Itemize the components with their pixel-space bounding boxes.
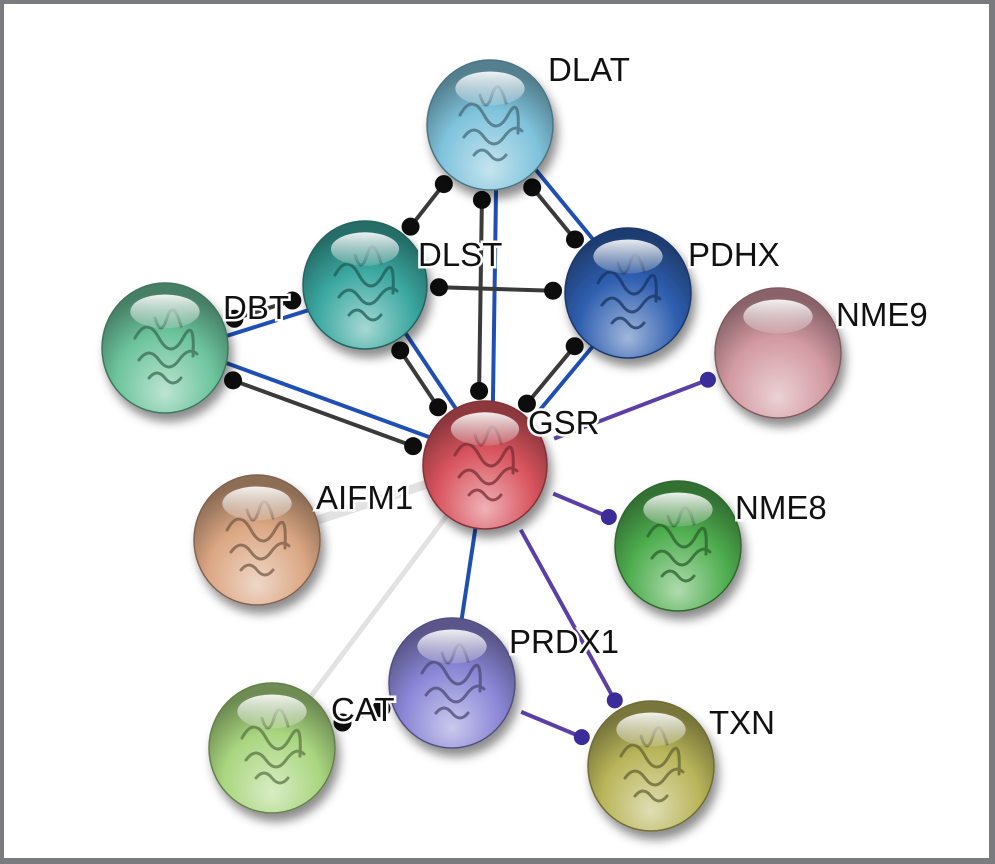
edge-endpoint-dot [372, 699, 391, 718]
gloss-highlight [237, 694, 307, 729]
node-nme9[interactable] [714, 287, 842, 419]
edge-endpoint-dot [225, 309, 244, 328]
node-label-txn: TXN [709, 704, 775, 741]
gloss-highlight [593, 239, 663, 274]
edge-line-binding [438, 285, 554, 293]
edge-prdx1-cat[interactable] [333, 699, 391, 732]
edge-line-binding [525, 344, 577, 405]
node-pdhx[interactable] [564, 227, 692, 359]
node-label-cat: CAT [331, 691, 395, 728]
protein-structure-icon [596, 253, 662, 330]
node-label-prdx1: PRDX1 [509, 623, 619, 660]
protein-structure-icon [619, 726, 685, 803]
gloss-highlight [450, 412, 520, 446]
edge-endpoint-dot [434, 175, 453, 194]
gloss-highlight [130, 294, 200, 329]
edge-endpoint-dot [401, 217, 420, 236]
node-dlst[interactable] [302, 220, 428, 350]
node-label-dbt: DBT [223, 289, 289, 326]
gloss-highlight [616, 712, 686, 747]
edge-endpoint-dot [606, 692, 623, 709]
edge-endpoint-dot [517, 394, 536, 413]
node-label-dlat: DLAT [548, 51, 630, 88]
edge-endpoint-dot [565, 230, 584, 249]
edge-line-binding [398, 349, 440, 409]
edge-endpoint-dot [523, 178, 542, 197]
node-label-nme8: NME8 [735, 489, 827, 526]
protein-structure-icon [646, 506, 712, 583]
edge-endpoint-dot [391, 341, 410, 360]
edge-line-catalysis [518, 528, 617, 702]
edge-endpoint-dot [544, 281, 563, 300]
node-dlat[interactable] [426, 59, 554, 191]
edge-endpoint-dot [429, 398, 448, 417]
edge-endpoint-dot [224, 371, 243, 390]
edge-line-catalysis [552, 491, 610, 519]
protein-structure-icon [240, 708, 306, 785]
gloss-highlight [743, 299, 813, 334]
gloss-highlight [222, 486, 292, 521]
edge-endpoint-dot [573, 729, 590, 746]
edge-gsr-nme9[interactable] [553, 371, 716, 441]
edge-line-catalysis [553, 377, 709, 441]
node-cat[interactable] [208, 682, 336, 814]
node-label-gsr: GSR [528, 404, 600, 441]
edge-endpoint-dot [429, 278, 448, 297]
edge-endpoint-dot [699, 371, 716, 388]
edge-line-binding [232, 378, 414, 449]
edge-endpoint-dot [565, 337, 584, 356]
edge-endpoint-dot [470, 381, 489, 400]
gloss-highlight [643, 492, 713, 527]
node-prdx1[interactable] [388, 617, 516, 749]
node-nme8[interactable] [614, 480, 742, 612]
edge-dlat-dlst[interactable] [401, 175, 453, 236]
edge-endpoint-dot [283, 291, 302, 310]
node-txn[interactable] [587, 700, 715, 832]
edge-dlst-pdhx[interactable] [429, 278, 563, 300]
edge-gsr-txn[interactable] [518, 528, 623, 709]
edge-endpoint-dot [333, 713, 352, 732]
protein-structure-icon [453, 425, 519, 502]
gloss-highlight [417, 629, 487, 664]
edge-line-binding [477, 199, 484, 391]
node-label-pdhx: PDHX [688, 236, 780, 273]
protein-structure-icon [333, 245, 399, 322]
edge-line-binding [233, 298, 293, 321]
node-gsr[interactable] [422, 400, 548, 530]
node-aifm1[interactable] [193, 474, 321, 606]
edge-line-binding [408, 182, 446, 228]
node-label-aifm1: AIFM1 [316, 479, 413, 516]
edge-endpoint-dot [600, 508, 617, 525]
protein-structure-icon [458, 85, 524, 162]
edge-line-binding [530, 186, 577, 241]
node-label-nme9: NME9 [836, 296, 928, 333]
edge-endpoint-dot [472, 190, 491, 209]
node-label-dlst: DLST [418, 236, 502, 273]
protein-structure-icon [420, 643, 486, 720]
edge-prdx1-txn[interactable] [520, 710, 590, 746]
edge-gsr-nme8[interactable] [552, 491, 617, 525]
edge-endpoint-dot [404, 437, 423, 456]
node-dbt[interactable] [101, 282, 229, 414]
edge-line-catalysis [520, 710, 583, 739]
gloss-highlight [455, 71, 525, 106]
protein-structure-icon [225, 500, 291, 577]
protein-structure-icon [133, 308, 199, 385]
nodes-layer [101, 59, 842, 832]
gloss-highlight [330, 232, 400, 266]
